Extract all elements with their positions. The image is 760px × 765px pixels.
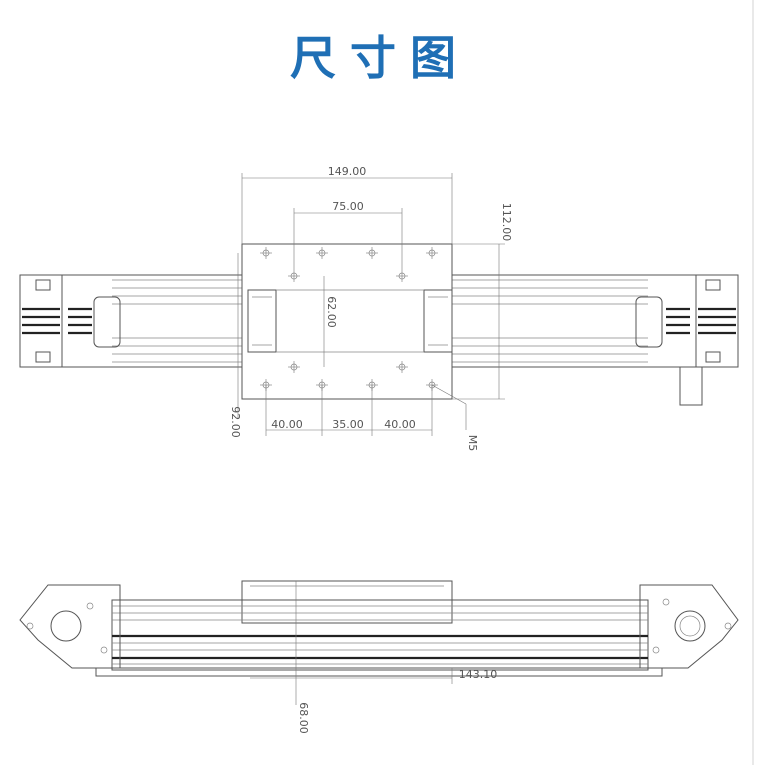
page-edge-divider [752, 0, 754, 765]
dim-75: 75.00 [332, 200, 364, 213]
dim-112: 112.00 [500, 203, 513, 242]
side-right-bearing [674, 610, 706, 642]
top-view-dimension-lines [237, 173, 505, 436]
dim-40-right: 40.00 [384, 418, 416, 431]
dim-62: 62.00 [325, 296, 338, 328]
dim-149: 149.00 [328, 165, 367, 178]
thread-m5-label: M5 [466, 435, 479, 452]
right-end-cap [635, 275, 736, 406]
dim-92: 92.00 [229, 406, 242, 438]
left-end-cap [22, 275, 121, 367]
dim-143: 143.10 [459, 668, 498, 681]
page-title: 尺寸图 [290, 31, 470, 85]
side-right-end-plate [639, 584, 739, 669]
dim-68: 68.00 [297, 702, 310, 734]
side-carriage [241, 580, 453, 624]
top-view: 149.00 75.00 112.00 62.00 92.00 40.00 35… [19, 165, 739, 452]
side-view-dimension-lines [250, 581, 453, 705]
dim-40-left: 40.00 [271, 418, 303, 431]
carriage-plate [241, 243, 453, 400]
side-view: 143.10 68.00 [19, 580, 739, 734]
side-left-end-plate [19, 584, 121, 669]
motor-stub [679, 366, 703, 406]
side-left-bearing [50, 610, 82, 642]
dim-35: 35.00 [332, 418, 364, 431]
